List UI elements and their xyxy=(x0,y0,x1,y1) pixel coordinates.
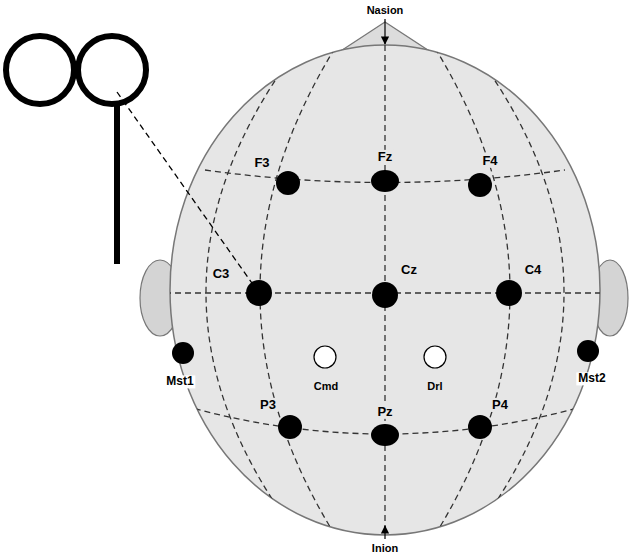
head-outline xyxy=(170,45,600,535)
electrode-label: Pz xyxy=(375,405,394,419)
coil-loop xyxy=(6,36,74,104)
electrode-label: C4 xyxy=(523,263,544,277)
electrode-label: C3 xyxy=(211,267,232,281)
coil-handle xyxy=(114,104,120,264)
electrode-label: Cz xyxy=(399,263,419,277)
electrode xyxy=(577,340,599,362)
electrode-label: F4 xyxy=(480,154,499,168)
electrode-label: Fz xyxy=(376,150,394,164)
left-outer-line xyxy=(206,56,292,528)
electrode-label: F3 xyxy=(252,156,271,170)
electrode xyxy=(468,173,492,197)
landmark-label: Nasion xyxy=(365,4,406,16)
electrodes xyxy=(172,170,599,446)
electrode-label: Cmd xyxy=(312,380,340,392)
electrode-grid xyxy=(165,45,605,535)
reference-electrode xyxy=(424,346,446,368)
electrode xyxy=(372,282,398,308)
electrode xyxy=(278,415,302,439)
electrode xyxy=(172,342,194,364)
coil-leader xyxy=(117,92,254,286)
electrode-label: Mst1 xyxy=(164,375,195,388)
electrode-label: Drl xyxy=(425,380,444,392)
electrode xyxy=(496,280,522,306)
electrode-label: Mst2 xyxy=(576,372,607,385)
electrode xyxy=(371,424,399,446)
coil-loop xyxy=(78,36,146,104)
electrode-label: P3 xyxy=(258,398,278,412)
electrode-label: P4 xyxy=(490,398,510,412)
right-outer-line xyxy=(478,56,564,528)
electrode xyxy=(276,171,300,195)
nasion-arrow xyxy=(384,19,385,44)
electrode xyxy=(468,415,492,439)
reference-electrode xyxy=(314,346,336,368)
electrode xyxy=(246,280,272,306)
landmark-label: Inion xyxy=(370,542,400,554)
electrode xyxy=(371,170,399,192)
inion-arrow xyxy=(384,526,385,539)
tms-coil xyxy=(6,36,146,264)
